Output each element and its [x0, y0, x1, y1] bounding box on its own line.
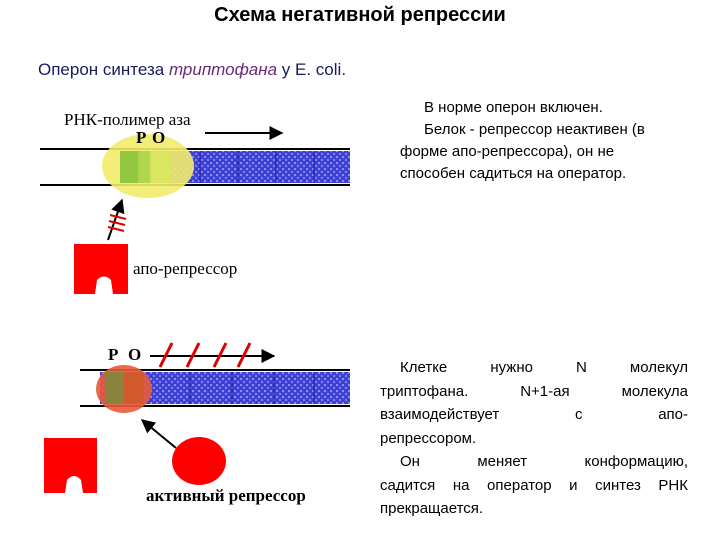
- subtitle-italic-part: триптофана: [168, 60, 278, 79]
- blocked-transcription-arrow: [150, 342, 276, 368]
- top-dna-strand: [40, 148, 350, 186]
- top-repressor-arrow: [107, 198, 127, 241]
- bottom-apo-repressor-shape: [44, 438, 97, 493]
- page-title: Схема негативной репрессии: [214, 4, 506, 26]
- bottom-operator-letter: O: [128, 345, 141, 364]
- bottom-description-line: репрессором.: [380, 429, 477, 447]
- active-repressor-shape: [172, 437, 226, 485]
- bottom-description-line: взаимодействует с апо-: [380, 406, 688, 423]
- subtitle-part-1: Оперон синтеза: [38, 60, 169, 79]
- active-repressor-label: активный репрессор: [146, 486, 306, 505]
- top-operator-letter: O: [152, 128, 165, 147]
- subtitle-part-3: у E. coli.: [277, 60, 347, 79]
- bottom-description-line: прекращается.: [380, 500, 484, 517]
- rna-polymerase-label: РНК-полимер аза: [64, 110, 191, 129]
- operator-bound-repressor: [96, 365, 152, 413]
- bottom-description-line: Он меняет конформацию,: [400, 453, 688, 470]
- bottom-promoter-letter: P: [108, 345, 118, 364]
- top-description-line: Белок - репрессор неактивен (в: [424, 121, 645, 138]
- bottom-description-line: Клетке нужно N молекул: [400, 359, 688, 376]
- top-description-line: форме апо-репрессора), он не: [400, 143, 615, 160]
- top-apo-repressor-shape: [74, 244, 128, 294]
- top-description-line: В норме оперон включен.: [424, 99, 603, 116]
- bottom-description-line: триптофана. N+1-ая молекула: [380, 382, 688, 400]
- rna-polymerase: [102, 134, 194, 198]
- top-description: В норме оперон включен. Белок - репрессо…: [400, 97, 695, 185]
- subtitle: Оперон синтеза триптофана у E. coli.: [38, 60, 346, 80]
- top-promoter-letter: P: [136, 128, 146, 147]
- apo-repressor-label: апо-репрессор: [133, 259, 238, 278]
- bottom-description: Клетке нужно N молекул триптофана. N+1-а…: [380, 356, 688, 521]
- repressor-to-operator-arrow: [140, 419, 177, 449]
- top-description-line: способен садиться на оператор.: [400, 165, 627, 182]
- bottom-description-line: садится на оператор и синтез РНК: [380, 476, 688, 494]
